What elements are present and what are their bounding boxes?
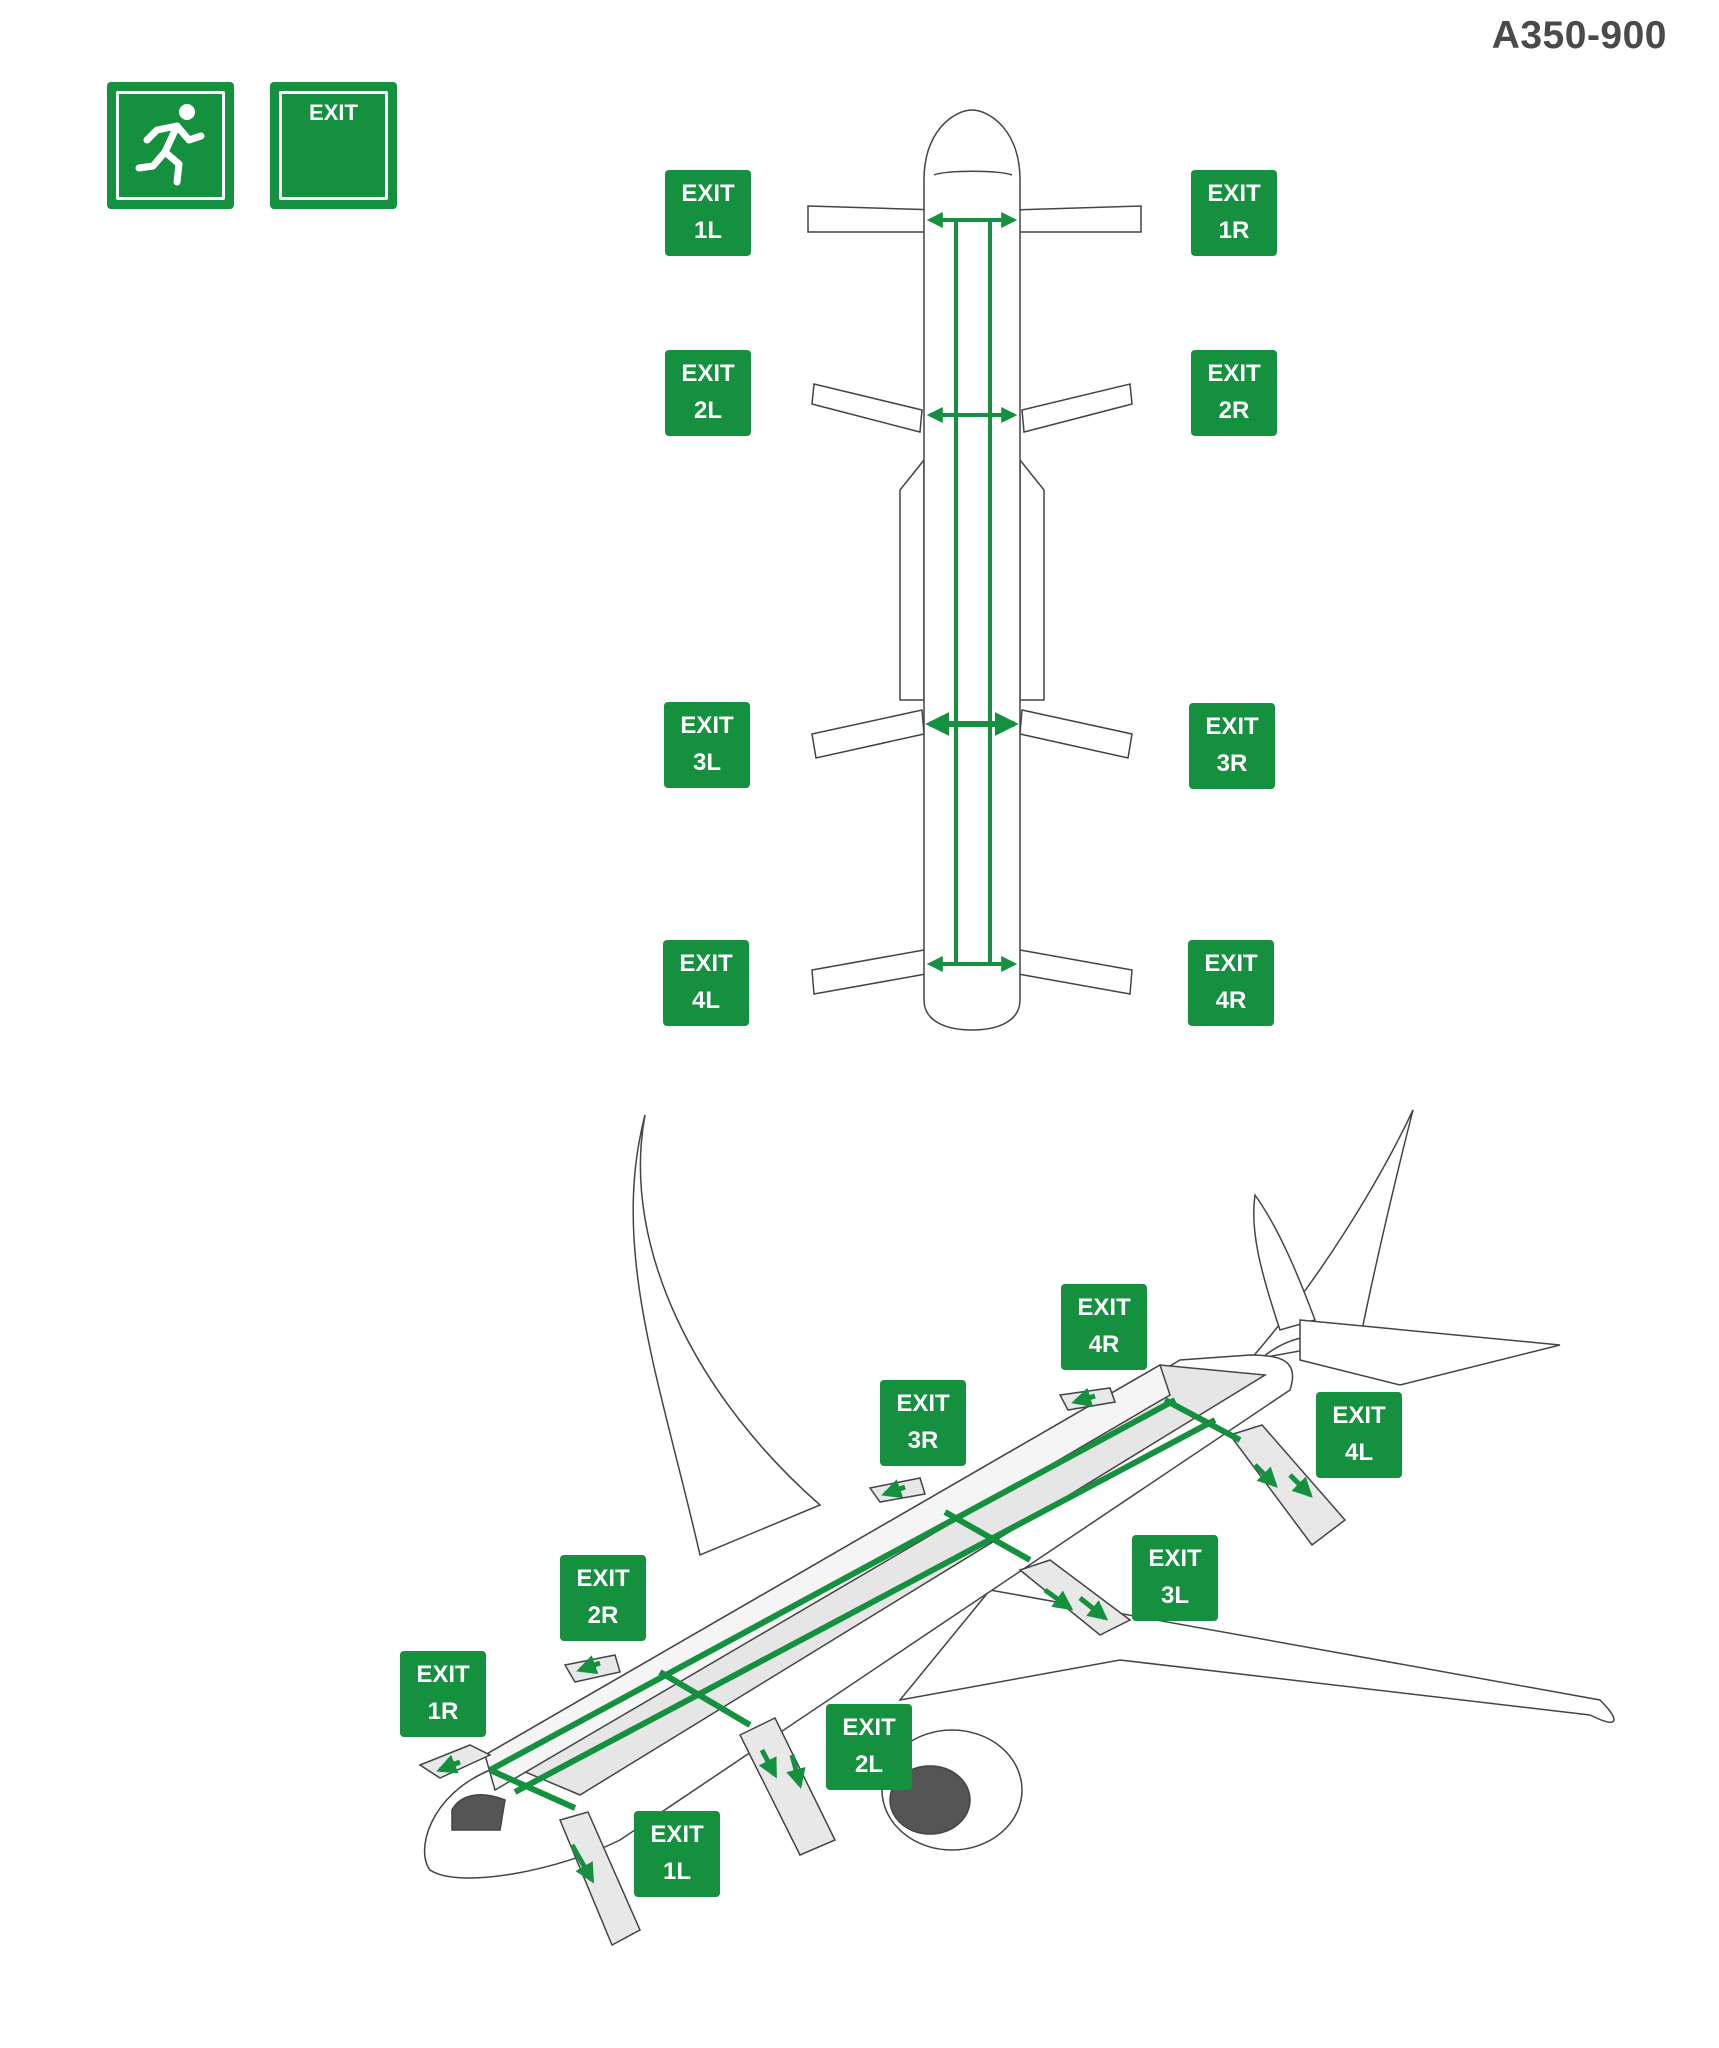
slide-4l <box>811 949 927 995</box>
exit-sign-icon-label: EXIT <box>309 100 358 125</box>
top-view-escape-paths <box>925 212 1019 972</box>
aircraft-model-title: A350-900 <box>1491 14 1667 57</box>
right-wing-root <box>1019 457 1045 701</box>
perspective-escape-paths <box>488 1397 1242 1811</box>
fuselage-top <box>923 109 1021 1031</box>
top-view-aircraft <box>807 109 1142 1031</box>
stabilizer-near <box>1299 1319 1561 1386</box>
slide-3l <box>811 709 925 759</box>
perspective-slide-arrows <box>436 1387 1313 1884</box>
exit-sign-icon: EXIT <box>270 82 397 209</box>
near-wing <box>898 1589 1615 1723</box>
slide-3r <box>1019 709 1133 759</box>
far-wing <box>632 1114 822 1557</box>
slide-1l <box>807 205 940 233</box>
cabin-cutaway <box>483 1363 1268 1796</box>
cockpit-window <box>451 1794 506 1831</box>
stabilizer-far <box>1252 1193 1316 1331</box>
slide-2r <box>1021 383 1133 433</box>
slide-2l <box>811 383 923 433</box>
slide-1r <box>1009 205 1142 233</box>
running-man-icon <box>135 104 205 186</box>
running-man-exit-icon <box>107 82 234 209</box>
vertical-tail <box>1248 1109 1414 1362</box>
left-wing-root <box>899 457 925 701</box>
slide-4r <box>1017 949 1133 995</box>
